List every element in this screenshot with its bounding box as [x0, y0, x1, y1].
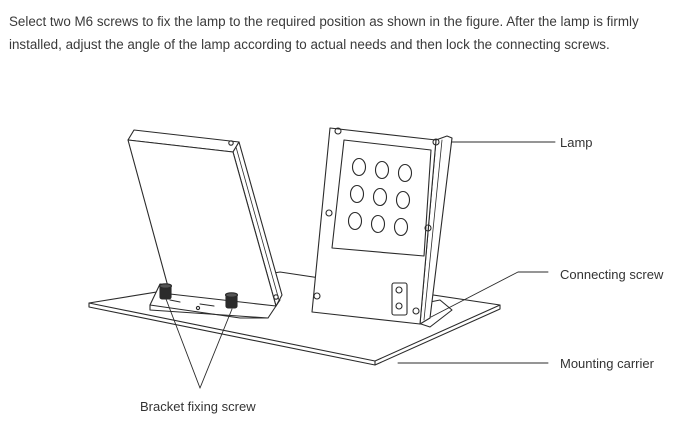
right-lamp [311, 127, 453, 325]
left-lamp [127, 129, 283, 307]
bracket-fixing-screws [158, 283, 239, 309]
connector-bracket [391, 282, 408, 316]
led-lens-grid [347, 157, 413, 237]
callout-leader-lines [165, 141, 556, 389]
connecting-screw-callout-label: Connecting screw [560, 267, 664, 282]
bracket-fixing-screw-callout-label: Bracket fixing screw [140, 399, 256, 414]
mounting-carrier-callout-label: Mounting carrier [560, 356, 654, 371]
lamp-callout-label: Lamp [560, 135, 593, 150]
instruction-paragraph: Select two M6 screws to fix the lamp to … [9, 14, 639, 52]
